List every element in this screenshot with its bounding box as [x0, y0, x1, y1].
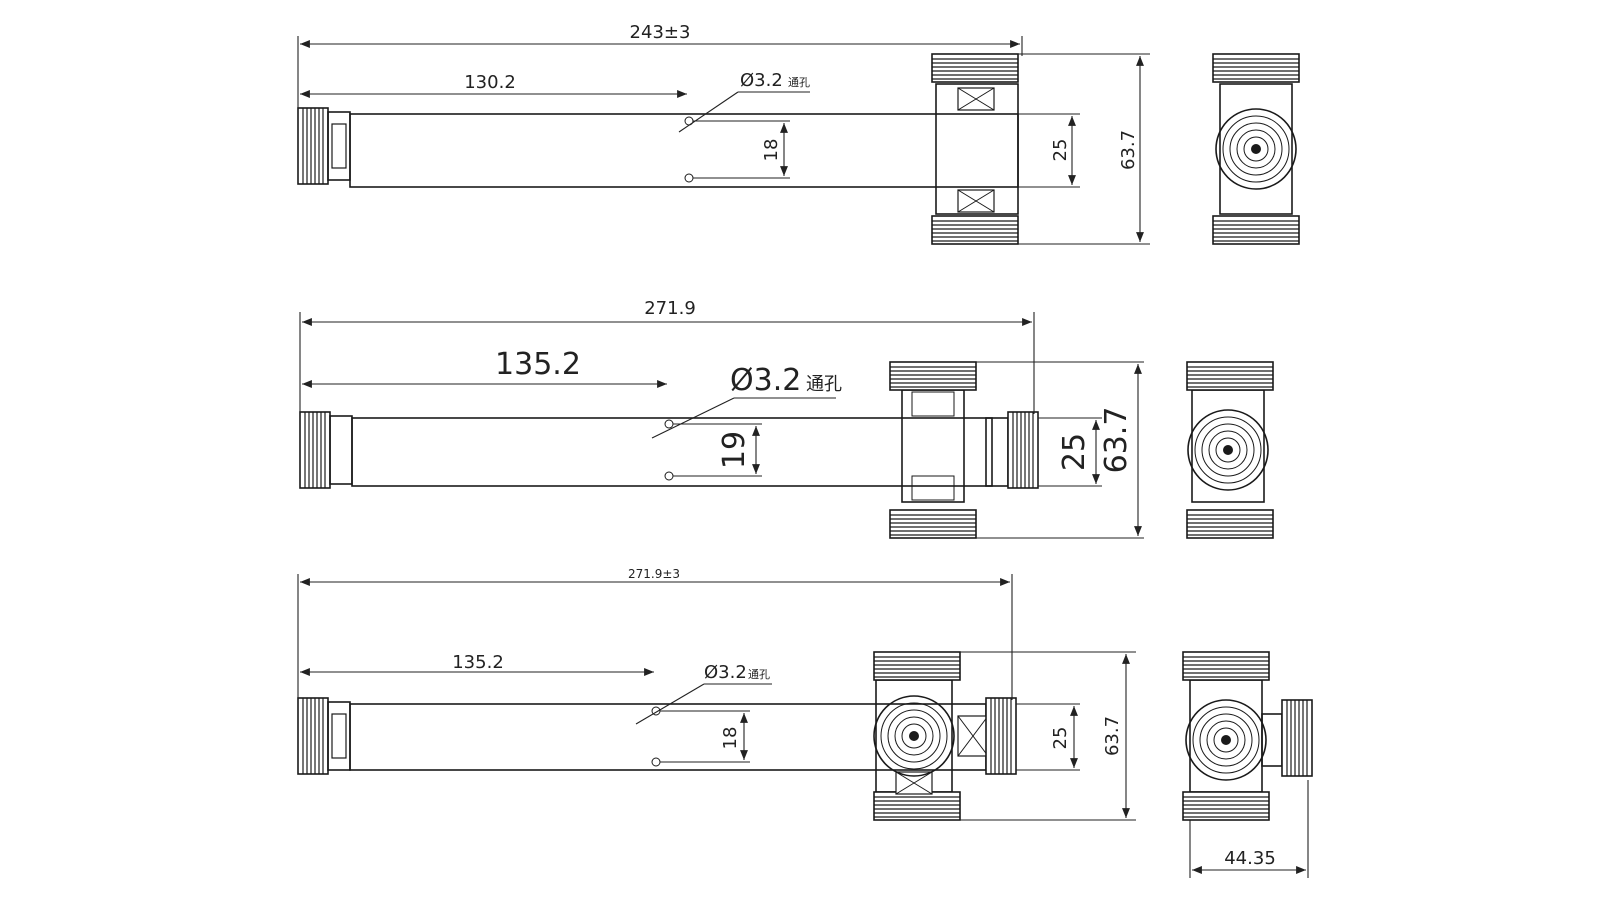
mounting-hole — [651, 757, 661, 767]
hole-spec-label: Ø3.2 — [704, 662, 747, 683]
splitter-body — [349, 703, 987, 771]
hole-pitch-label: 18 — [761, 139, 782, 162]
outlet-span-label: 63.7 — [1118, 130, 1139, 170]
hole-pitch-label: 18 — [720, 727, 741, 750]
overall-length-label: 271.9±3 — [628, 567, 680, 581]
hole-note-label: 通孔 — [806, 374, 842, 395]
hole-offset-label: 130.2 — [464, 72, 516, 93]
outlet-span-label: 63.7 — [1102, 716, 1123, 756]
mounting-hole — [664, 419, 674, 429]
dimensions: 243±3 130.2 Ø3.2 通孔 18 25 63.7 — [297, 22, 1150, 245]
mounting-hole — [664, 471, 674, 481]
hole-offset-label: 135.2 — [495, 347, 581, 382]
output-connector-bottom — [931, 215, 1019, 245]
input-connector — [297, 107, 329, 185]
side-view — [297, 53, 1019, 245]
output-connector-side — [1007, 411, 1039, 489]
output-connector-side — [985, 697, 1017, 775]
side-view — [297, 651, 1017, 821]
output-connector-bottom — [889, 509, 977, 539]
overall-length-label: 271.9 — [644, 298, 696, 319]
hole-spec-label: Ø3.2 — [740, 70, 783, 91]
hole-note-label: 通孔 — [748, 668, 770, 681]
body-height-label: 25 — [1057, 433, 1092, 471]
splitter-body — [351, 417, 993, 487]
end-view — [1212, 53, 1300, 245]
view-four-way: 271.9±3 135.2 Ø3.2 通孔 18 25 63.7 44.35 — [297, 567, 1313, 878]
output-connector-top — [873, 651, 961, 681]
hole-offset-label: 135.2 — [452, 652, 504, 673]
mounting-hole — [684, 173, 694, 183]
hole-note-label: 通孔 — [788, 76, 810, 89]
input-connector — [297, 697, 329, 775]
view-three-way: 271.9 135.2 Ø3.2 通孔 19 25 63.7 — [299, 298, 1274, 539]
dimensions: 271.9 135.2 Ø3.2 通孔 19 25 63.7 — [299, 298, 1144, 539]
overall-length-label: 243±3 — [630, 22, 691, 43]
view-two-way: 243±3 130.2 Ø3.2 通孔 18 25 63.7 — [297, 22, 1300, 245]
end-width-label: 44.35 — [1224, 848, 1276, 869]
output-connector-top — [889, 361, 977, 391]
end-view — [1182, 651, 1313, 821]
end-view — [1186, 361, 1274, 539]
splitter-body — [349, 113, 1019, 188]
dimensions: 271.9±3 135.2 Ø3.2 通孔 18 25 63.7 44.35 — [297, 567, 1309, 878]
output-connector-top — [931, 53, 1019, 83]
input-connector — [299, 411, 331, 489]
outlet-span-label: 63.7 — [1099, 407, 1134, 474]
output-connector-bottom — [873, 791, 961, 821]
side-view — [299, 361, 1039, 539]
body-height-label: 25 — [1050, 727, 1071, 750]
body-height-label: 25 — [1050, 139, 1071, 162]
hole-pitch-label: 19 — [717, 431, 752, 469]
hole-spec-label: Ø3.2 — [730, 363, 801, 398]
